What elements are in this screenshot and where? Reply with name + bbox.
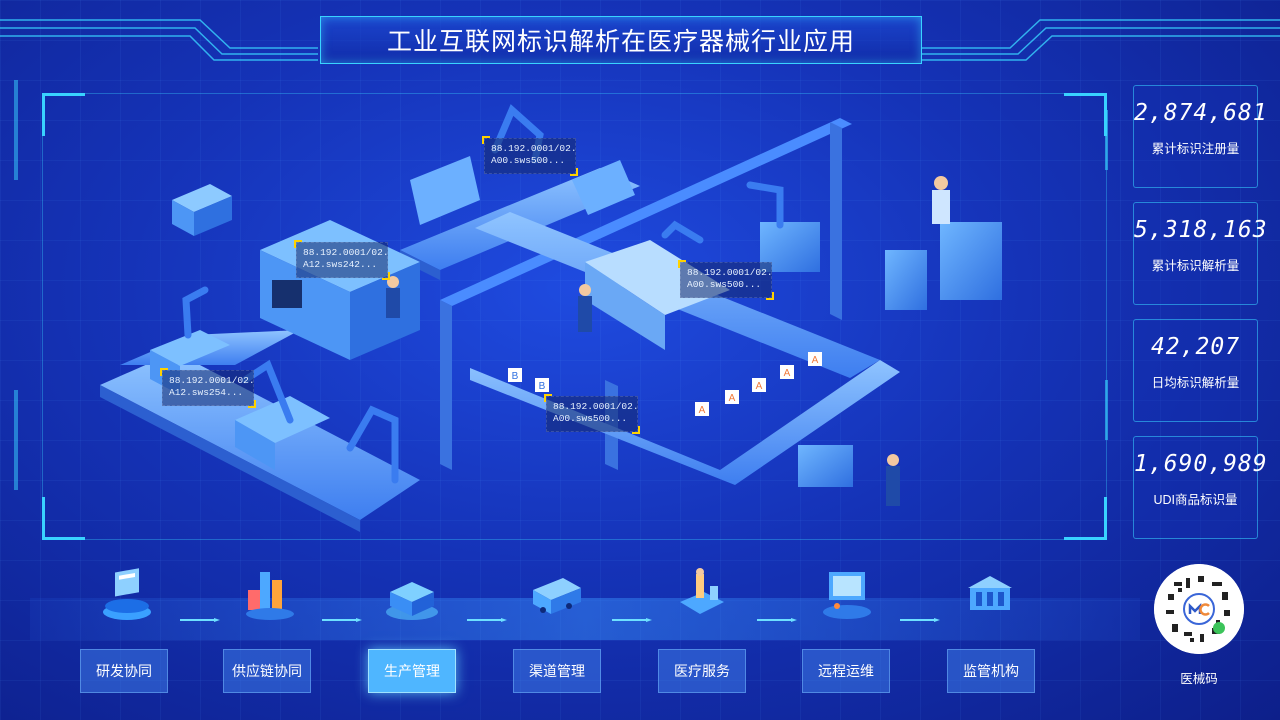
identifier-tag[interactable]: 88.192.0001/02. A00.sws500... — [678, 260, 774, 300]
frame-corner — [1064, 497, 1107, 540]
tag-line2: A00.sws500... — [553, 413, 628, 424]
step-button-remote-ops[interactable]: 远程运维 — [802, 649, 890, 693]
step-button-medical[interactable]: 医疗服务 — [658, 649, 746, 693]
step-label: 医疗服务 — [674, 663, 730, 679]
identifier-tag[interactable]: 88.192.0001/02. A12.sws242... — [294, 240, 390, 280]
workers — [386, 176, 950, 506]
box-label-a: A — [729, 393, 736, 404]
stat-label: 累计标识注册量 — [1151, 142, 1240, 156]
regulator-icon — [968, 576, 1012, 610]
tag-line1: 88.192.0001/02. — [303, 247, 389, 258]
tag-line1: 88.192.0001/02. — [687, 267, 773, 278]
stat-value: 2,874,681 — [1134, 100, 1268, 126]
box-label-b: B — [539, 381, 546, 392]
truck-icon — [533, 578, 581, 614]
side-deco — [14, 390, 18, 490]
stat-label: UDI商品标识量 — [1153, 493, 1238, 507]
flow-arrow-icon — [612, 618, 652, 622]
flow-arrow-icon — [757, 618, 797, 622]
stat-card-daily-resolutions: 42,207 日均标识解析量 — [1133, 319, 1258, 422]
flow-arrow-icon — [467, 618, 507, 622]
tag-line1: 88.192.0001/02. — [553, 401, 639, 412]
supply-chain-icon — [246, 572, 294, 620]
side-deco — [1105, 380, 1108, 440]
tag-line2: A12.sws242... — [303, 259, 378, 270]
identifier-tag[interactable]: 88.192.0001/02. A00.sws500... — [482, 136, 578, 176]
stat-value: 5,318,163 — [1134, 217, 1268, 243]
box-label-a: A — [812, 355, 819, 366]
frame-corner — [42, 497, 85, 540]
step-button-production[interactable]: 生产管理 — [368, 649, 456, 693]
robot-arms — [182, 104, 784, 484]
tag-line1: 88.192.0001/02. — [169, 375, 255, 386]
title-box: 工业互联网标识解析在医疗器械行业应用 — [320, 16, 922, 64]
remote-ops-icon — [823, 572, 871, 619]
step-label: 渠道管理 — [529, 663, 585, 679]
stat-card-resolutions: 5,318,163 累计标识解析量 — [1133, 202, 1268, 305]
stat-card-registrations: 2,874,681 累计标识注册量 — [1133, 85, 1268, 188]
title-deco-left — [0, 19, 318, 61]
stat-card-udi: 1,690,989 UDI商品标识量 — [1133, 436, 1268, 539]
box-label-a: A — [784, 368, 791, 379]
qr-code-icon[interactable] — [1154, 564, 1244, 654]
product-boxes: B B A A A A A — [508, 352, 822, 416]
frame-corner — [42, 93, 85, 136]
box-label-a: A — [699, 405, 706, 416]
identifier-tag[interactable]: 88.192.0001/02. A00.sws500... — [544, 394, 640, 434]
step-button-regulator[interactable]: 监管机构 — [947, 649, 1035, 693]
step-label: 研发协同 — [96, 663, 152, 679]
step-label: 供应链协同 — [232, 663, 302, 679]
step-button-supply-chain[interactable]: 供应链协同 — [223, 649, 311, 693]
stat-value: 1,690,989 — [1134, 451, 1268, 477]
tag-line1: 88.192.0001/02. — [491, 143, 577, 154]
qr-label: 医械码 — [1180, 672, 1218, 686]
page-title: 工业互联网标识解析在医疗器械行业应用 — [386, 28, 855, 56]
identifier-tag[interactable]: 88.192.0001/02. A12.sws254... — [160, 368, 256, 408]
rd-collab-icon — [103, 568, 151, 620]
box-label-a: A — [756, 381, 763, 392]
tag-line2: A00.sws500... — [491, 155, 566, 166]
step-label: 监管机构 — [963, 663, 1019, 679]
box-label-b: B — [512, 371, 519, 382]
step-button-rd[interactable]: 研发协同 — [80, 649, 168, 693]
side-deco — [1105, 110, 1108, 170]
flow-arrow-icon — [900, 618, 940, 622]
step-label: 生产管理 — [384, 663, 440, 679]
tag-line2: A00.sws500... — [687, 279, 762, 290]
flow-arrow-icon — [180, 618, 220, 622]
step-label: 远程运维 — [818, 663, 874, 679]
medical-service-icon — [680, 568, 724, 614]
flow-arrow-icon — [322, 618, 362, 622]
stat-label: 累计标识解析量 — [1151, 259, 1240, 273]
side-deco — [14, 80, 18, 180]
production-icon — [386, 582, 438, 620]
stat-value: 42,207 — [1150, 334, 1241, 360]
stat-label: 日均标识解析量 — [1151, 376, 1240, 390]
step-button-channel[interactable]: 渠道管理 — [513, 649, 601, 693]
tag-line2: A12.sws254... — [169, 387, 244, 398]
title-deco-right — [922, 19, 1280, 61]
